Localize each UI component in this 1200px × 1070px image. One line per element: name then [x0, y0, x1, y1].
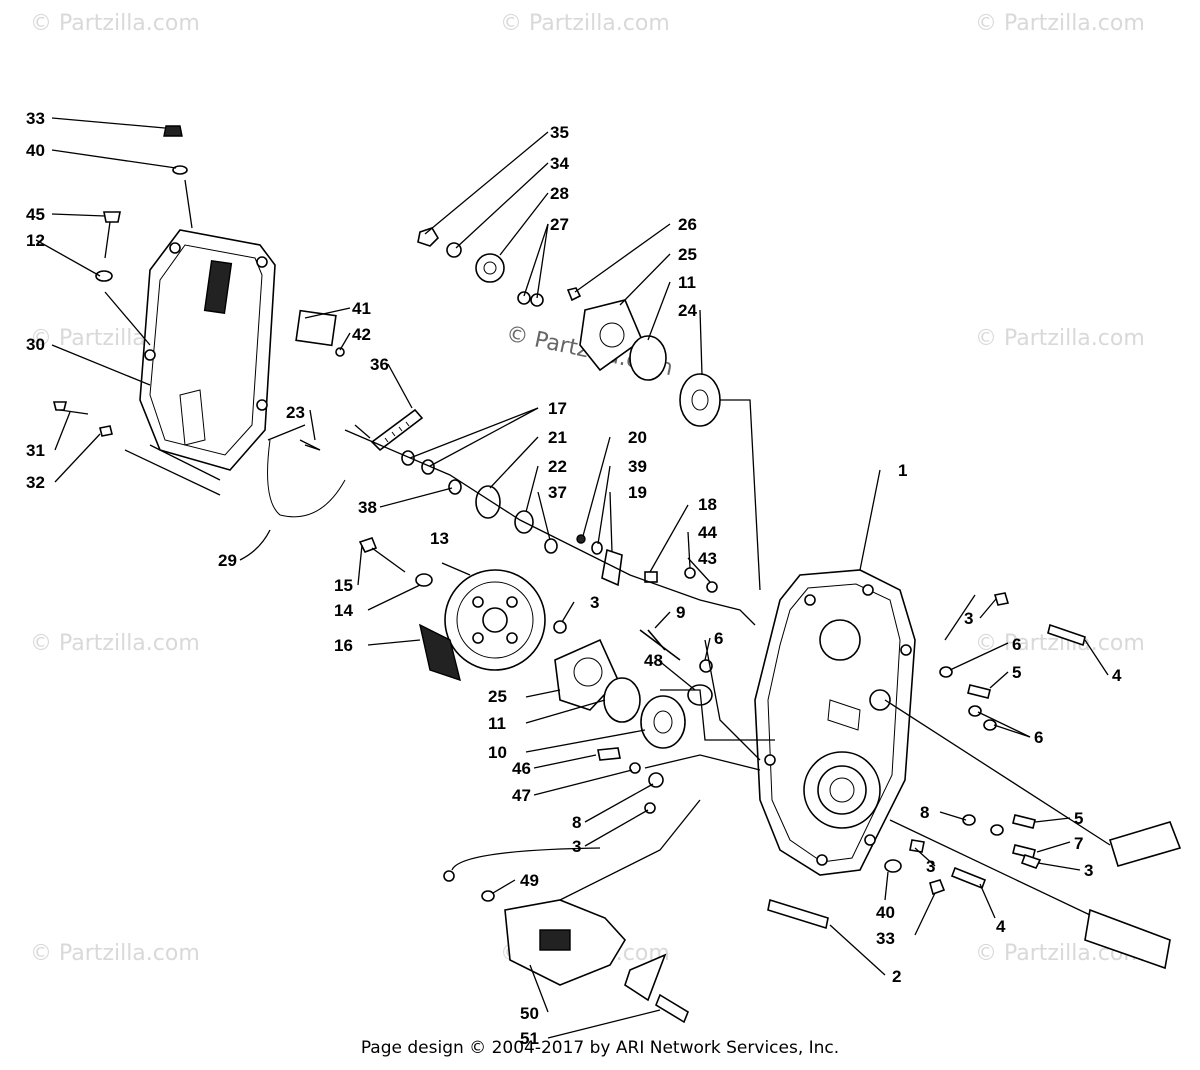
callout-label: 5 [1074, 809, 1083, 828]
callout-label: 11 [678, 273, 696, 292]
callout-label: 3 [926, 857, 935, 876]
callout-label: 15 [334, 576, 353, 595]
callout-label: 3 [572, 837, 581, 856]
callout-label: 33 [26, 109, 45, 128]
callout-label: 31 [26, 441, 45, 460]
callout-label: 17 [548, 399, 567, 418]
callout-label: 46 [512, 759, 531, 778]
callout-label: 38 [358, 498, 377, 517]
callout-label: 6 [714, 629, 723, 648]
callout-label: 34 [550, 154, 569, 173]
callout-label: 8 [572, 813, 581, 832]
right-fasteners [767, 592, 1086, 930]
callout-label: 9 [676, 603, 685, 622]
gearcase-housing [754, 569, 916, 876]
callout-label: 42 [352, 325, 371, 344]
callout-label: 35 [550, 123, 569, 142]
callout-label: 22 [548, 457, 567, 476]
callout-label: 51 [520, 1029, 539, 1048]
small-fasteners-left [52, 125, 345, 437]
callout-label: 6 [1012, 635, 1021, 654]
callout-label: 2 [892, 967, 901, 986]
callout-label: 48 [644, 651, 663, 670]
callout-label: 41 [352, 299, 371, 318]
callout-label: 4 [996, 917, 1006, 936]
callout-label: 37 [548, 483, 567, 502]
callout-label: 8 [920, 803, 929, 822]
callout-label: 40 [876, 903, 895, 922]
watermark: © Partzilla.com [30, 631, 200, 656]
callout-label: 26 [678, 215, 697, 234]
callout-label: 13 [430, 529, 449, 548]
callout-label: 36 [370, 355, 389, 374]
output-shafts [884, 699, 1182, 970]
callout-label: 25 [488, 687, 507, 706]
upper-drive-parts [417, 227, 721, 427]
callout-label: 3 [590, 593, 599, 612]
callout-label: 12 [26, 231, 45, 250]
sprocket-and-bearing-lower [358, 537, 713, 814]
callout-label: 47 [512, 786, 531, 805]
callout-label: 44 [698, 523, 717, 542]
lower-bracket-parts [443, 870, 689, 1024]
callout-label: 50 [520, 1004, 539, 1023]
callout-label: 39 [628, 457, 647, 476]
shaft-assembly-parts [267, 408, 718, 593]
callout-label: 18 [698, 495, 717, 514]
callout-label: 4 [1112, 666, 1122, 685]
callout-label: 28 [550, 184, 569, 203]
callout-labels: 33 40 45 12 30 31 32 41 42 36 23 29 35 3… [26, 109, 1122, 1048]
callout-label: 21 [548, 428, 567, 447]
watermark: © Partzilla.com [30, 941, 200, 966]
page-footer: Page design © 2004-2017 by ARI Network S… [360, 1038, 840, 1058]
leader-lines [35, 117, 1109, 1039]
callout-label: 20 [628, 428, 647, 447]
callout-label: 33 [876, 929, 895, 948]
callout-label: 43 [698, 549, 717, 568]
callout-label: 30 [26, 335, 45, 354]
watermark: © Partzilla.com [975, 326, 1145, 351]
callout-label: 24 [678, 301, 697, 320]
callout-label: 49 [520, 871, 539, 890]
callout-label: 40 [26, 141, 45, 160]
guide-lines [124, 399, 976, 901]
callout-label: 11 [488, 714, 506, 733]
callout-label: 19 [628, 483, 647, 502]
callout-label: 16 [334, 636, 353, 655]
watermark: © Partzilla.com [500, 11, 670, 36]
callout-label: 10 [488, 743, 507, 762]
callout-label: 3 [964, 609, 973, 628]
callout-label: 14 [334, 601, 353, 620]
callout-label: 25 [678, 245, 697, 264]
chaincase-cover [139, 229, 276, 471]
callout-label: 1 [898, 461, 907, 480]
callout-label: 5 [1012, 663, 1021, 682]
watermark: © Partzilla.com [975, 11, 1145, 36]
callout-label: 3 [1084, 861, 1093, 880]
callout-label: 45 [26, 205, 45, 224]
watermark: © Partzilla.com [30, 11, 200, 36]
callout-label: 32 [26, 473, 45, 492]
callout-label: 7 [1074, 834, 1083, 853]
callout-label: 6 [1034, 728, 1043, 747]
watermark-layer: © Partzilla.com © Partzilla.com © Partzi… [30, 11, 1145, 966]
callout-label: 27 [550, 215, 569, 234]
callout-label: 23 [286, 403, 305, 422]
callout-label: 29 [218, 551, 237, 570]
